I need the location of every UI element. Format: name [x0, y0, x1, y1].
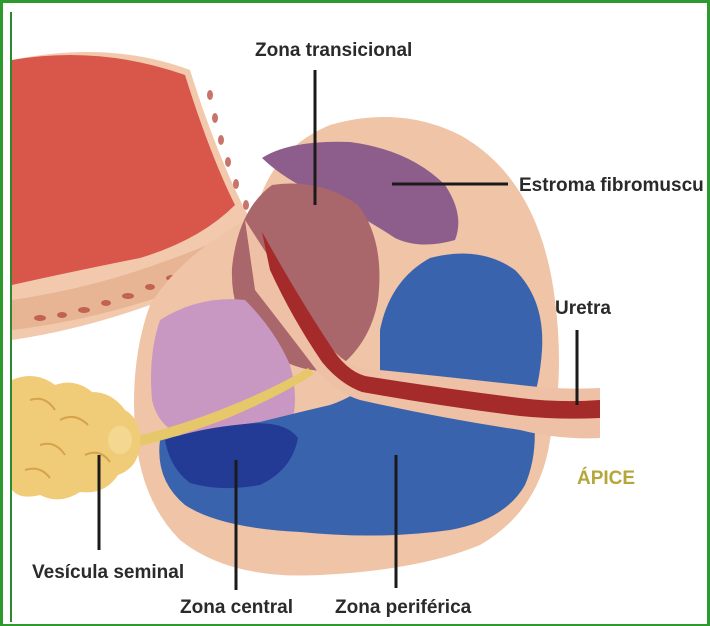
label-estroma-fibromuscular: Estroma fibromuscular	[519, 175, 710, 196]
label-zona-central: Zona central	[180, 597, 293, 618]
seminal-vesicle	[12, 376, 140, 499]
label-apice: ÁPICE	[577, 467, 635, 489]
label-vesicula-seminal: Vesícula seminal	[32, 562, 184, 583]
label-uretra: Uretra	[555, 298, 611, 319]
label-zona-transicional: Zona transicional	[255, 40, 412, 61]
label-zona-periferica: Zona periférica	[335, 597, 472, 618]
